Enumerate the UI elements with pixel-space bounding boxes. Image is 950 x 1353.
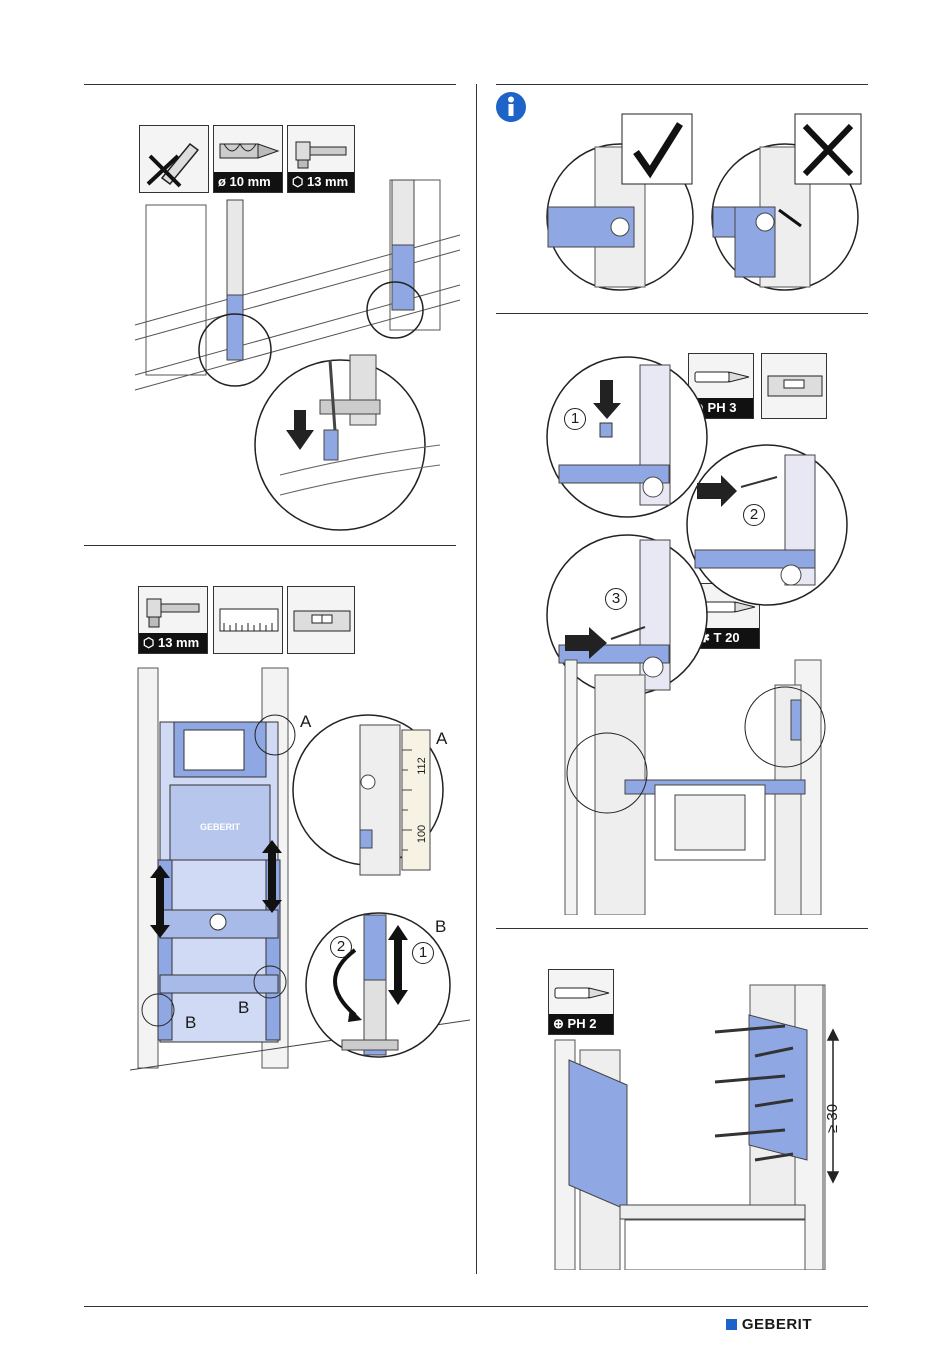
hex-icon: ⬡ [143,635,154,650]
drill-bit-icon [214,126,283,174]
rule-top-left [84,84,456,85]
scale-100: 100 [416,825,428,843]
ruler-icon [214,587,283,654]
illustration-board-screws [545,970,865,1270]
rule-footer [84,1306,868,1307]
dimension-label: ≥ 30 [824,1104,841,1133]
rotate-step-1: 1 [412,942,434,964]
socket-wrench-icon [288,126,355,174]
rule-mid-right-1 [496,313,868,314]
illustration-frame-feet [130,175,510,535]
callout-b-right: B [238,998,249,1018]
logo-square-icon [726,1319,737,1330]
rule-mid-right-2 [496,928,868,929]
callout-a-zoom: A [436,729,447,749]
tool-ruler [213,586,283,654]
bracket-step-1: 1 [564,408,586,430]
tool-socket-13-b: ⬡ 13 mm [138,586,208,654]
illustration-bracket [545,355,865,915]
illustration-correct [540,112,700,292]
info-icon [495,91,527,123]
rule-top-right [496,84,868,85]
spirit-level-icon [288,587,355,654]
brand-wordmark: GEBERIT [742,1316,812,1333]
illustration-incorrect [705,112,865,292]
rule-mid-left [84,545,456,546]
geberit-logo: GEBERIT [726,1316,812,1333]
bracket-step-2: 2 [743,504,765,526]
scale-112: 112 [416,757,428,775]
frame-logo-text: GEBERIT [200,822,241,832]
callout-b-left: B [185,1013,196,1033]
bracket-step-3: 3 [605,588,627,610]
tool-level [287,586,355,654]
socket-wrench-icon [139,587,208,635]
callout-b-zoom: B [435,917,446,937]
rotate-step-2: 2 [330,936,352,958]
callout-a-main: A [300,712,311,732]
socket-size-label-b: 13 mm [158,635,199,650]
